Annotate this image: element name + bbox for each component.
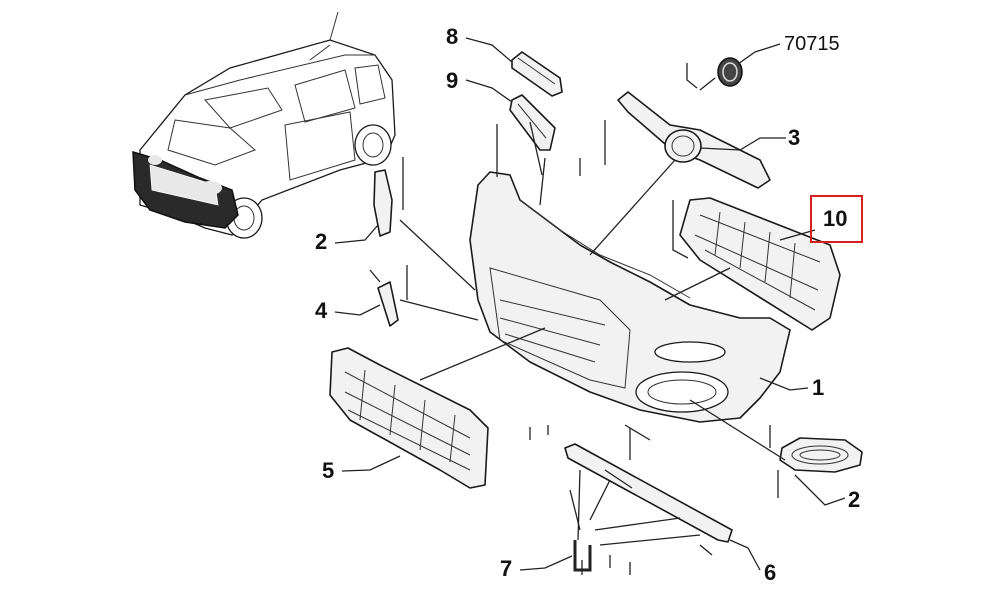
leader-lines xyxy=(334,37,846,575)
callout-2-right: 2 xyxy=(848,487,861,512)
part-1-bumper xyxy=(469,171,791,423)
callout-2-left: 2 xyxy=(315,229,328,254)
part-9-lower-trim xyxy=(509,94,556,151)
callout-8: 8 xyxy=(446,24,459,49)
callout-10-highlight xyxy=(810,195,863,243)
part-6-lower-lip xyxy=(564,443,733,543)
part-4-bracket xyxy=(369,269,399,327)
car-illustration xyxy=(132,11,396,239)
callout-6: 6 xyxy=(764,560,777,585)
part-2-left-marker xyxy=(373,169,393,237)
callout-4: 4 xyxy=(315,298,328,323)
callout-9: 9 xyxy=(446,68,459,93)
part-2-right-bezel xyxy=(779,437,863,473)
part-reference-label: 70715 xyxy=(784,33,840,55)
part-3-upper-grille xyxy=(617,91,771,189)
part-10-reinforcement xyxy=(679,197,841,331)
callout-1: 1 xyxy=(812,375,825,400)
callout-3: 3 xyxy=(788,125,801,150)
part-5-lower-grille xyxy=(329,347,489,489)
callout-7: 7 xyxy=(500,556,513,581)
callout-5: 5 xyxy=(322,458,335,483)
callout-10: 10 xyxy=(823,206,848,231)
badge-emblem xyxy=(717,57,743,87)
